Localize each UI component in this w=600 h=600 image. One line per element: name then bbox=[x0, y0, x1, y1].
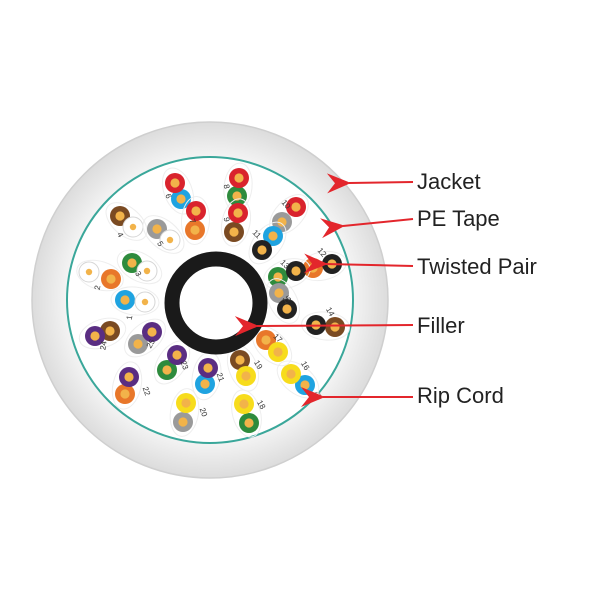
wire-violet bbox=[198, 358, 218, 378]
wire-violet bbox=[142, 322, 162, 342]
wire-yellow bbox=[281, 364, 301, 384]
pair-number-label: 7 bbox=[187, 218, 197, 226]
pe-tape-callout-arrow bbox=[320, 218, 414, 239]
wire-black bbox=[252, 240, 272, 260]
wire-yellow bbox=[268, 342, 288, 362]
wire-green bbox=[157, 360, 177, 380]
twisted-pair-19: 19 bbox=[226, 344, 265, 392]
twisted-pair-24: 24 bbox=[78, 317, 127, 351]
wire-white bbox=[122, 216, 144, 238]
twisted-pair-22: 22 bbox=[111, 361, 153, 410]
filler-callout-arrow bbox=[234, 316, 414, 337]
wire-violet bbox=[167, 345, 187, 365]
pair-number-label: 3 bbox=[133, 270, 143, 279]
wire-violet bbox=[119, 367, 139, 387]
wire-white bbox=[134, 291, 156, 313]
pair-number-label: 23 bbox=[179, 359, 191, 371]
pair-number-label: 20 bbox=[198, 406, 210, 418]
wire-blue bbox=[195, 374, 215, 394]
twisted-pair-17: 17 bbox=[251, 325, 293, 367]
twisted-pair-10: 10 bbox=[269, 194, 309, 235]
pair-number-label: 1 bbox=[125, 314, 135, 320]
wire-orange bbox=[115, 384, 135, 404]
twisted-pair-9: 9 bbox=[220, 198, 252, 247]
wire-red bbox=[229, 168, 249, 188]
twisted-pair-3: 3 bbox=[116, 249, 163, 285]
twisted-pair-14: 14 bbox=[301, 306, 350, 341]
twisted-pair-8: 8 bbox=[222, 162, 253, 212]
wire-white bbox=[78, 261, 100, 283]
twisted-pair-21: 21 bbox=[191, 351, 227, 401]
wire-yellow bbox=[236, 366, 256, 386]
wire-red bbox=[286, 197, 306, 217]
wire-yellow bbox=[234, 394, 254, 414]
pair-number-label: 9 bbox=[222, 217, 232, 223]
twisted-pair-11: 11 bbox=[248, 221, 287, 265]
twisted-pair-18: 18 bbox=[231, 389, 268, 438]
pair-number-label: 4 bbox=[115, 231, 125, 240]
pair-number-label: 2 bbox=[93, 284, 103, 290]
wire-slate bbox=[128, 334, 148, 354]
wire-blue bbox=[115, 290, 135, 310]
twisted-pair-23: 23 bbox=[153, 340, 191, 385]
twisted-pair-4: 4 bbox=[105, 202, 148, 241]
twisted-pair-15: 15 bbox=[266, 278, 300, 324]
wire-green bbox=[227, 186, 247, 206]
wire-red bbox=[186, 201, 206, 221]
pe-tape bbox=[66, 156, 354, 444]
twisted-pair-label: Twisted Pair bbox=[417, 254, 537, 279]
pair-number-label: 6 bbox=[163, 193, 173, 201]
twisted-pair-5: 5 bbox=[142, 215, 185, 254]
twisted-pair-callout-arrow bbox=[303, 253, 414, 274]
wire-brown bbox=[325, 317, 345, 337]
wire-orange bbox=[185, 220, 205, 240]
wire-yellow bbox=[176, 393, 196, 413]
wire-black bbox=[277, 299, 297, 319]
filler-label: Filler bbox=[417, 313, 465, 338]
twisted-pair-1: 1 bbox=[110, 286, 160, 321]
pair-number-label: 22 bbox=[141, 385, 153, 397]
twisted-pair-25: 25 bbox=[124, 318, 166, 358]
pair-number-label: 24 bbox=[98, 340, 109, 351]
jacket-callout-arrow bbox=[326, 173, 414, 194]
wire-red bbox=[228, 203, 248, 223]
filler bbox=[164, 251, 268, 355]
wire-green bbox=[239, 413, 259, 433]
pair-number-label: 8 bbox=[222, 184, 232, 190]
wire-brown bbox=[230, 350, 250, 370]
wire-slate bbox=[173, 412, 193, 432]
wire-slate bbox=[269, 283, 289, 303]
twisted-pair-20: 20 bbox=[169, 388, 210, 437]
wire-violet bbox=[85, 326, 105, 346]
twisted-pair-13: 13 bbox=[263, 258, 311, 290]
wire-white bbox=[136, 260, 158, 282]
callout-arrows bbox=[234, 173, 414, 407]
wire-red bbox=[165, 173, 185, 193]
twisted-pair-7: 7 bbox=[180, 196, 211, 245]
wire-blue bbox=[263, 226, 283, 246]
wire-brown bbox=[224, 222, 244, 242]
wire-black bbox=[286, 261, 306, 281]
twisted-pair-2: 2 bbox=[76, 259, 124, 292]
jacket-label: Jacket bbox=[417, 169, 481, 194]
pe-tape-label: PE Tape bbox=[417, 206, 500, 231]
wire-orange bbox=[101, 269, 121, 289]
rip-cord-label: Rip Cord bbox=[417, 383, 504, 408]
pair-number-label: 21 bbox=[215, 371, 227, 383]
wire-white bbox=[159, 229, 181, 251]
pair-number-label: 5 bbox=[155, 240, 165, 249]
